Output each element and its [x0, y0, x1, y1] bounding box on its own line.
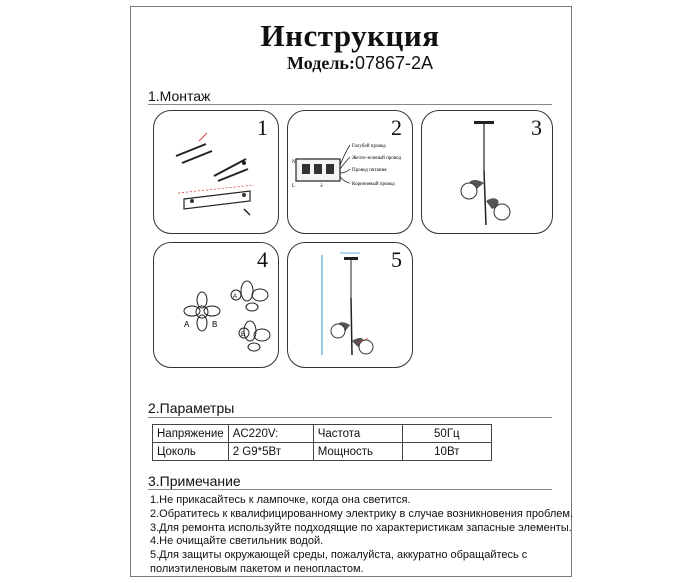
step-number: 4: [257, 247, 268, 272]
step-number: 5: [391, 247, 402, 272]
param-value: 2 G9*5Вт: [227, 442, 314, 461]
table-row: Цоколь 2 G9*5Вт Мощность 10Вт: [152, 442, 493, 461]
page-title: Инструкция: [260, 18, 440, 53]
section-notes-heading: 3.Примечание: [148, 473, 241, 489]
param-label: Мощность: [312, 442, 403, 461]
wire-label-power: Провод питания: [352, 168, 387, 173]
section-mount-heading: 1.Монтаж: [148, 88, 211, 104]
model-line: Модель:07867-2A: [287, 53, 433, 74]
note-item: 2.Обратитесь к квалифицированному электр…: [150, 507, 574, 520]
parameters-table: Напряжение AC220V: Частота 50Гц Цоколь 2…: [152, 424, 493, 461]
terminal-mark-l: L: [292, 184, 295, 189]
mount-step-1-panel: 1: [153, 110, 279, 234]
note-item: 5.Для защиты окружающей среды, пожалуйст…: [150, 549, 528, 562]
part-letter-a: A: [184, 320, 190, 329]
wire-label-yellow-green: Желто-зеленый провод: [352, 156, 401, 161]
param-label: Частота: [312, 424, 403, 443]
param-label: Цоколь: [152, 442, 229, 461]
param-value: 10Вт: [401, 442, 493, 461]
wiring-diagram: N ⏚ L Голубой провод Желто-зеленый прово…: [292, 144, 401, 189]
part-letter-b-2: B: [241, 332, 245, 338]
section-params-heading: 2.Параметры: [148, 400, 235, 416]
mount-step-3-panel: 3: [421, 110, 553, 234]
section-divider: [148, 104, 552, 105]
section-divider: [148, 489, 552, 490]
model-code: 07867-2A: [354, 53, 434, 73]
notes-list: 1.Не прикасайтесь к лампочке, когда она …: [150, 494, 574, 577]
mount-step-4-panel: 4 A B A B: [153, 242, 279, 368]
section-divider: [148, 417, 552, 418]
bracket-mounting-drawing: [175, 132, 255, 216]
note-item: полиэтиленовым пакетом и пенопластом.: [150, 562, 364, 575]
step-number: 2: [391, 115, 402, 140]
terminal-mark-n: N: [292, 160, 296, 165]
model-label: Модель:: [287, 53, 355, 73]
table-row: Напряжение AC220V: Частота 50Гц: [152, 424, 493, 443]
wire-label-brown: Коричневый провод: [352, 182, 395, 187]
note-item: 3.Для ремонта используйте подходящие по …: [150, 521, 572, 534]
terminal-mark-ground: ⏚: [319, 182, 324, 189]
note-item: 1.Не прикасайтесь к лампочке, когда она …: [150, 494, 411, 506]
param-value: AC220V:: [227, 424, 314, 443]
page-frame: [130, 6, 572, 577]
mount-step-5-panel: 5: [287, 242, 413, 368]
param-value: 50Гц: [401, 424, 493, 443]
mount-step-2-panel: 2 N ⏚ L Голубой провод Желто-зеленый про…: [287, 110, 413, 234]
part-letter-b: B: [212, 320, 217, 329]
param-label: Напряжение: [152, 424, 229, 443]
step-number: 1: [257, 115, 268, 140]
fixture-assembly-drawing: [460, 121, 511, 226]
step-number: 3: [531, 115, 542, 140]
dimensions-drawing: [321, 252, 374, 356]
wire-label-blue: Голубой провод: [352, 144, 386, 149]
shade-assembly-drawing: A B A B: [183, 280, 271, 352]
part-letter-a-2: A: [233, 294, 237, 300]
note-item: 4.Не очищайте светильник водой.: [150, 535, 324, 548]
